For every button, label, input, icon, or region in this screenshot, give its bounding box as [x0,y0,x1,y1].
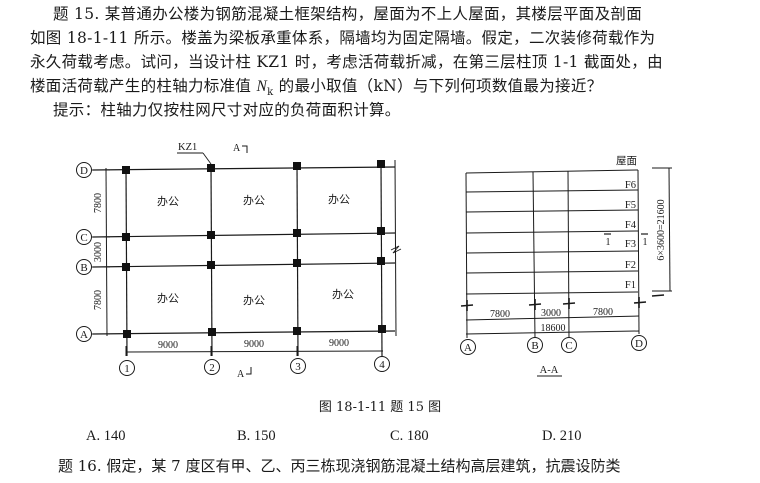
figure-caption: 图 18-1-11 题 15 图 [318,400,442,415]
option-b[interactable]: B. 150 [237,428,276,444]
variable-subscript: k [267,87,274,99]
section-mark-bottom: A [237,369,245,380]
dim-12: 9000 [158,340,178,351]
axis-label-c: C [80,232,87,244]
floor-f2: F2 [625,260,636,271]
option-a[interactable]: A. 140 [86,428,126,444]
section-title: A-A [540,365,559,376]
question15-line2: 如图 18-1-11 所示。楼盖为梁板承重体系，隔墙均为固定隔墙。假定，二次装修… [30,29,656,47]
floor-f3: F3 [625,239,636,250]
dim-cb: 3000 [93,242,104,262]
question15-line3: 永久荷载考虑。试问，当设计柱 KZ1 时，考虑活荷载折减，在第三层柱顶 1-1 … [30,53,663,71]
section-axis-a: A [464,342,472,354]
question15-line1: 题 15. 某普通办公楼为钢筋混凝土框架结构，屋面为不上人屋面，其楼层平面及剖面 [53,5,643,23]
line4-text-end: 的最小取值（kN）与下列何项数值最为接近？ [273,77,603,95]
section-mark-top: A [233,143,241,154]
dim-dc: 7800 [93,193,104,213]
axis-label-b: B [80,262,87,274]
cut-label-right: 1 [643,237,648,248]
section-dim-ab: 7800 [490,309,510,320]
floor-plan: D C B A 1 2 3 4 7800 3000 7800 9000 9000… [76,142,402,380]
line4-text: 楼面活荷载产生的柱轴力标准值 [30,77,257,95]
room-label: 办公 [243,294,265,307]
axis-label-2: 2 [209,362,215,374]
column-markers [122,160,386,338]
floor-f1: F1 [625,280,636,291]
height-dimension: 6×3600=21600 [656,199,667,260]
dim-ba: 7800 [93,290,104,310]
section-axis-c: C [565,340,572,352]
question16-line1: 题 16. 假定，某 7 度区有甲、乙、丙三栋现浇钢筋混凝土结构高层建筑，抗震设… [58,457,621,475]
section-dim-bc: 3000 [541,308,561,319]
section-dim-total: 18600 [541,323,566,334]
floor-f5: F5 [625,200,636,211]
row-axis-bubbles [76,162,100,342]
axis-label-4: 4 [379,359,385,371]
axis-label-1: 1 [124,363,130,375]
section-axis-d: D [635,338,643,350]
figure-18-1-11: D C B A 1 2 3 4 7800 3000 7800 9000 9000… [76,142,672,380]
variable-n: N [256,78,268,95]
room-label: 办公 [243,194,265,207]
question15-hint: 提示：柱轴力仅按柱网尺寸对应的负荷面积计算。 [53,101,401,119]
dim-34: 9000 [329,338,349,349]
floor-f4: F4 [625,220,637,231]
roof-label: 屋面 [616,155,637,167]
option-c[interactable]: C. 180 [390,428,429,444]
dim-23: 9000 [244,339,264,350]
cut-label-left: 1 [606,237,611,248]
room-label: 办公 [328,193,350,206]
kz1-label: KZ1 [178,142,197,153]
section-dim-cd: 7800 [593,307,613,318]
room-label: 办公 [157,292,179,305]
axis-label-3: 3 [295,361,301,373]
axis-label-d: D [80,165,88,177]
room-label: 办公 [157,195,179,208]
column-axis-bubbles [119,356,390,376]
section-a-a: A B C D 7800 3000 7800 18600 屋面 F6 F5 F4… [460,155,672,377]
room-label: 办公 [332,288,354,301]
floor-f6: F6 [625,180,636,191]
axis-label-a: A [80,329,88,341]
option-d[interactable]: D. 210 [542,428,582,444]
section-axis-b: B [531,340,538,352]
question15-line4: 楼面活荷载产生的柱轴力标准值 Nk 的最小取值（kN）与下列何项数值最为接近？ [30,74,602,105]
